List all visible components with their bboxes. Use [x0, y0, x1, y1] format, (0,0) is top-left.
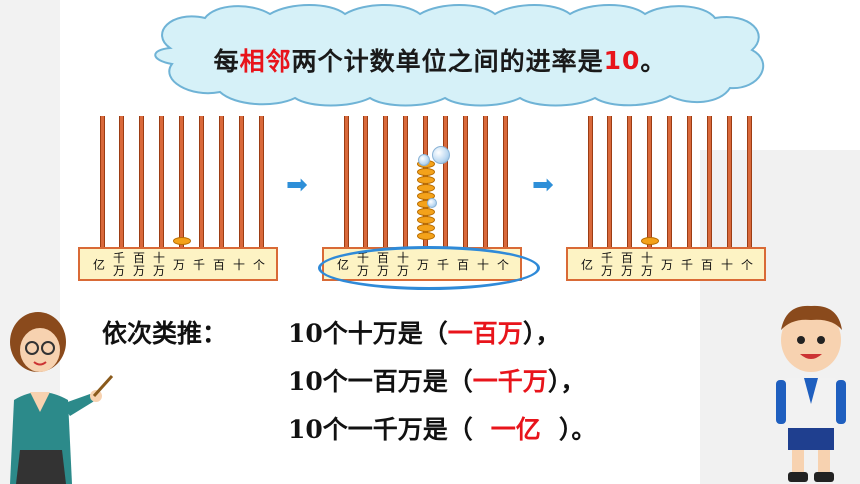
arrow-right-icon: ➡ [286, 170, 308, 200]
arrow-right-icon: ➡ [532, 170, 554, 200]
bubble [418, 154, 430, 166]
statement-row: 10个十万是（一百万）， [288, 319, 561, 348]
bubble [427, 198, 437, 208]
teacher-icon [10, 312, 114, 484]
highlight-ellipse [318, 246, 540, 290]
student-icon [776, 305, 846, 482]
abacus-before: 亿 千万 百万 十万 万 千 百 十 个 [78, 116, 278, 292]
abacus-after: 亿 千万 百万 十万 万 千 百 十 个 [566, 116, 766, 292]
statement-lead: 依次类推： [102, 319, 228, 348]
statement-row: 10个一百万是（一千万）， [288, 367, 586, 396]
abacus-base: 亿 千万 百万 十万 万 千 百 十 个 [78, 247, 278, 281]
bead [173, 237, 191, 245]
cloud-icon [154, 4, 765, 107]
abacus-base: 亿 千万 百万 十万 万 千 百 十 个 [566, 247, 766, 281]
bubble [432, 146, 450, 164]
statement-row: 10个一千万是（一亿）。 [288, 415, 597, 444]
